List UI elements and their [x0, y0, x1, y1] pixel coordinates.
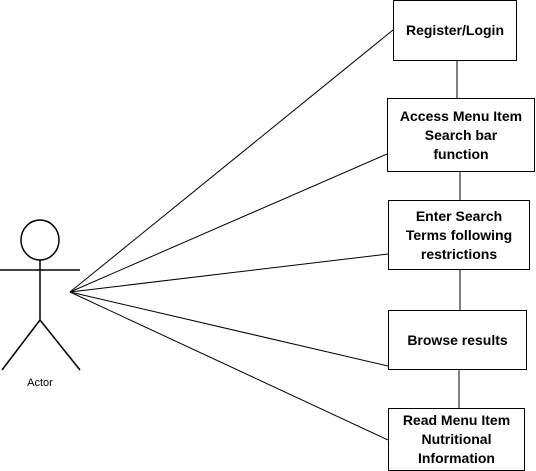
association-line-enter-search: [69, 253, 389, 293]
actor-head: [20, 219, 60, 261]
actor-figure: [0, 219, 81, 371]
actor-label: Actor: [27, 377, 53, 389]
actor-left-leg: [1, 319, 41, 371]
use-case-register-login: Register/Login: [393, 0, 517, 61]
use-case-browse-results: Browse results: [388, 310, 527, 370]
use-case-read-menu-nutrition: Read Menu Item Nutritional Information: [388, 408, 525, 471]
association-line-browse-results: [69, 291, 389, 367]
association-line-access-menu: [69, 153, 388, 293]
association-line-read-menu: [69, 291, 389, 441]
association-line-register-login: [69, 29, 394, 293]
actor-right-leg: [39, 319, 81, 371]
use-case-enter-search-terms: Enter Search Terms following restriction…: [388, 200, 530, 270]
use-case-access-menu-search: Access Menu Item Search bar function: [387, 98, 535, 172]
